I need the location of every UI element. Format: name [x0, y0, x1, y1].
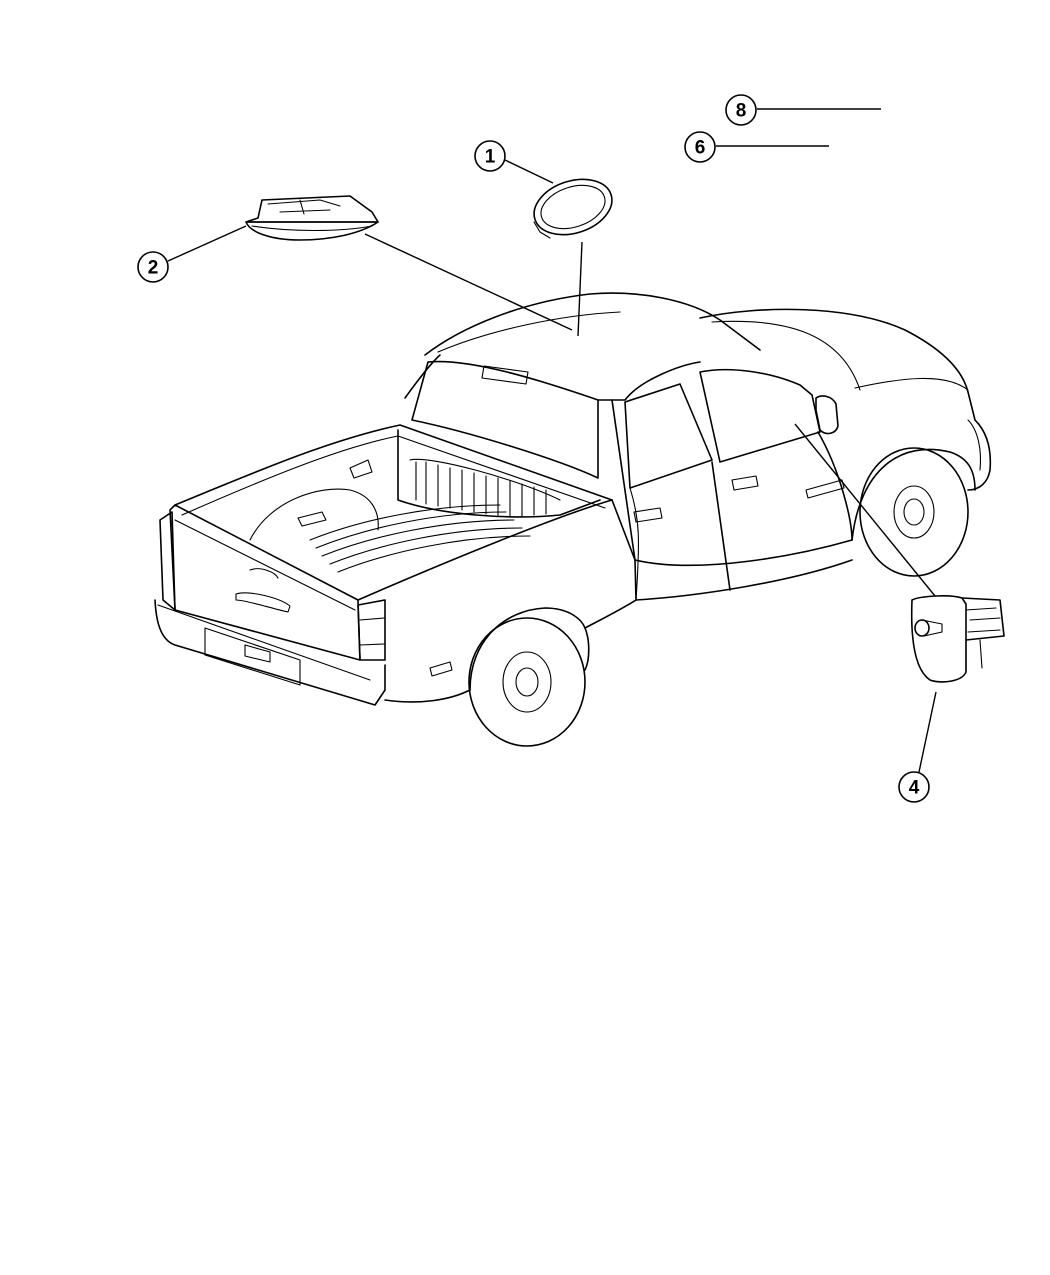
- callout-2-label: 2: [148, 258, 159, 279]
- callout-1: 1: [474, 140, 506, 172]
- switch-part: [910, 595, 1005, 683]
- callout-4-label: 4: [909, 778, 920, 799]
- callout-8-label: 8: [736, 101, 747, 122]
- lens-part: [533, 178, 613, 239]
- leader-lines: [167, 108, 937, 773]
- callout-2: 2: [137, 251, 169, 283]
- callout-1-label: 1: [485, 147, 496, 168]
- callout-8: 8: [725, 94, 757, 126]
- callout-6: 6: [684, 131, 716, 163]
- callout-4: 4: [898, 771, 930, 803]
- overhead-lamp-part: [245, 195, 379, 241]
- callout-6-label: 6: [695, 138, 706, 159]
- pickup-truck-illustration: [154, 292, 992, 747]
